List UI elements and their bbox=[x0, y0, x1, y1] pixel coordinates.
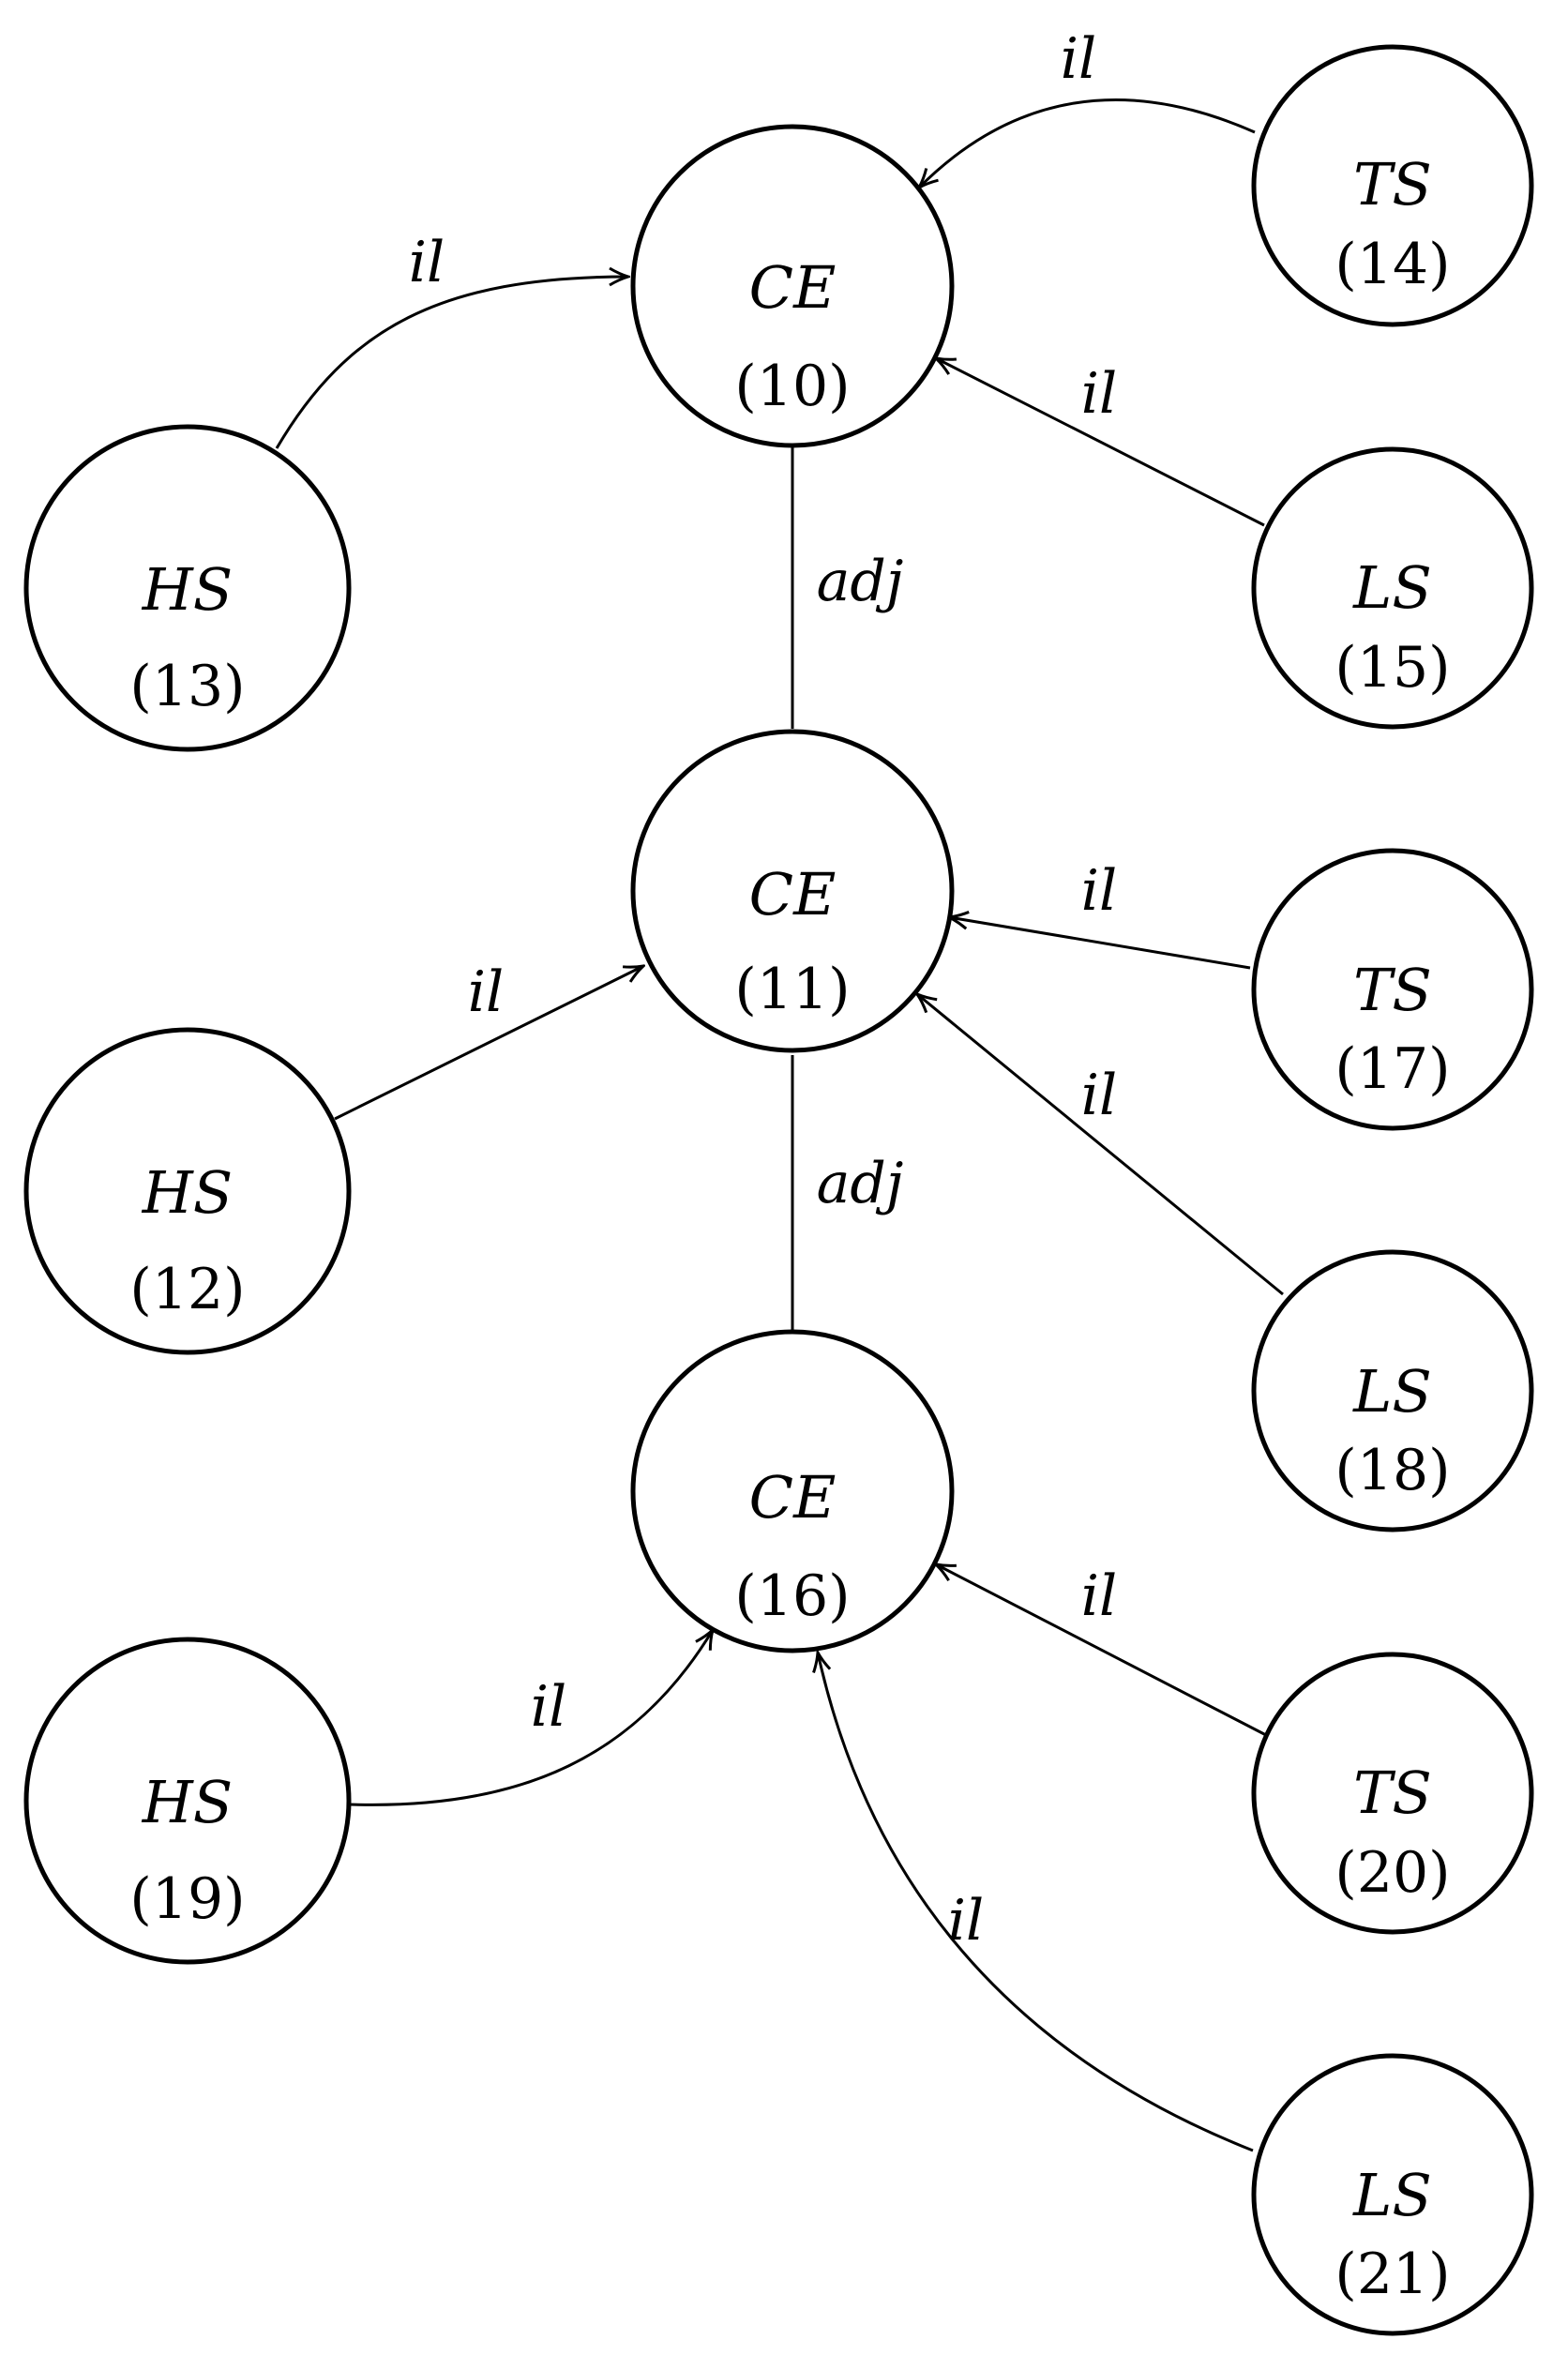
node-circle bbox=[1251, 1652, 1534, 1935]
edge-label-20-16: il bbox=[1081, 1563, 1117, 1629]
edge-13-to-10 bbox=[275, 277, 628, 449]
node-type-label: TS bbox=[1353, 1759, 1432, 1827]
node-type-label: TS bbox=[1353, 956, 1432, 1024]
edge-label-10-11: adj bbox=[817, 549, 904, 614]
edge-12-to-11 bbox=[334, 966, 643, 1121]
edge-20-to-16 bbox=[936, 1564, 1267, 1737]
node-id-label: (21) bbox=[1334, 2242, 1450, 2307]
node-type-label: CE bbox=[749, 1463, 837, 1532]
node-type-label: LS bbox=[1352, 1357, 1432, 1426]
node-ts-20: TS (20) bbox=[1251, 1652, 1534, 1935]
node-id-label: (10) bbox=[734, 354, 850, 419]
node-type-label: LS bbox=[1352, 553, 1432, 622]
edge-18-to-11 bbox=[917, 994, 1284, 1296]
node-type-label: HS bbox=[142, 555, 234, 624]
node-circle bbox=[1251, 848, 1534, 1131]
node-hs-13: HS (13) bbox=[23, 424, 352, 752]
node-ts-17: TS (17) bbox=[1251, 848, 1534, 1131]
node-circle bbox=[1251, 446, 1534, 730]
edge-14-to-10 bbox=[919, 98, 1256, 188]
edge-15-to-10 bbox=[936, 358, 1265, 527]
node-circle bbox=[1251, 44, 1534, 327]
node-circle bbox=[1251, 1249, 1534, 1532]
node-id-label: (16) bbox=[734, 1563, 850, 1629]
node-type-label: CE bbox=[749, 860, 837, 928]
edge-label-15-10: il bbox=[1081, 361, 1117, 427]
node-circle bbox=[1251, 2053, 1534, 2336]
edge-label-12-11: il bbox=[468, 959, 504, 1025]
edge-19-to-16 bbox=[349, 1630, 713, 1806]
node-type-label: LS bbox=[1352, 2161, 1432, 2229]
node-ls-21: LS (21) bbox=[1251, 2053, 1534, 2336]
node-type-label: CE bbox=[749, 253, 837, 322]
node-id-label: (17) bbox=[1334, 1036, 1450, 1102]
node-type-label: TS bbox=[1353, 150, 1432, 219]
node-type-label: HS bbox=[142, 1158, 234, 1227]
node-id-label: (19) bbox=[129, 1866, 245, 1932]
node-circle bbox=[23, 1027, 352, 1355]
edge-label-13-10: il bbox=[409, 230, 445, 295]
node-ts-14: TS (14) bbox=[1251, 44, 1534, 327]
node-id-label: (14) bbox=[1334, 232, 1450, 297]
node-id-label: (11) bbox=[734, 957, 850, 1022]
edge-label-21-16: il bbox=[948, 1888, 984, 1954]
edge-label-11-16: adj bbox=[817, 1151, 904, 1216]
node-circle bbox=[630, 124, 955, 448]
node-hs-12: HS (12) bbox=[23, 1027, 352, 1355]
node-ce-11: CE (11) bbox=[630, 729, 955, 1053]
edge-label-14-10: il bbox=[1061, 26, 1096, 92]
edge-label-19-16: il bbox=[531, 1674, 566, 1740]
node-ls-18: LS (18) bbox=[1251, 1249, 1534, 1532]
node-ce-10: CE (10) bbox=[630, 124, 955, 448]
node-id-label: (20) bbox=[1334, 1840, 1450, 1906]
node-id-label: (12) bbox=[129, 1257, 245, 1322]
node-hs-19: HS (19) bbox=[23, 1637, 352, 1965]
edge-label-18-11: il bbox=[1081, 1063, 1117, 1128]
node-id-label: (13) bbox=[129, 654, 245, 719]
node-circle bbox=[23, 424, 352, 752]
node-ce-16: CE (16) bbox=[630, 1329, 955, 1653]
node-type-label: HS bbox=[142, 1768, 234, 1836]
node-circle bbox=[630, 1329, 955, 1653]
node-ls-15: LS (15) bbox=[1251, 446, 1534, 730]
edge-label-17-11: il bbox=[1081, 858, 1117, 924]
node-id-label: (15) bbox=[1334, 635, 1450, 701]
edge-17-to-11 bbox=[949, 917, 1251, 970]
node-circle bbox=[23, 1637, 352, 1965]
edge-21-to-16 bbox=[818, 1653, 1254, 2152]
node-circle bbox=[630, 729, 955, 1053]
node-id-label: (18) bbox=[1334, 1438, 1450, 1503]
